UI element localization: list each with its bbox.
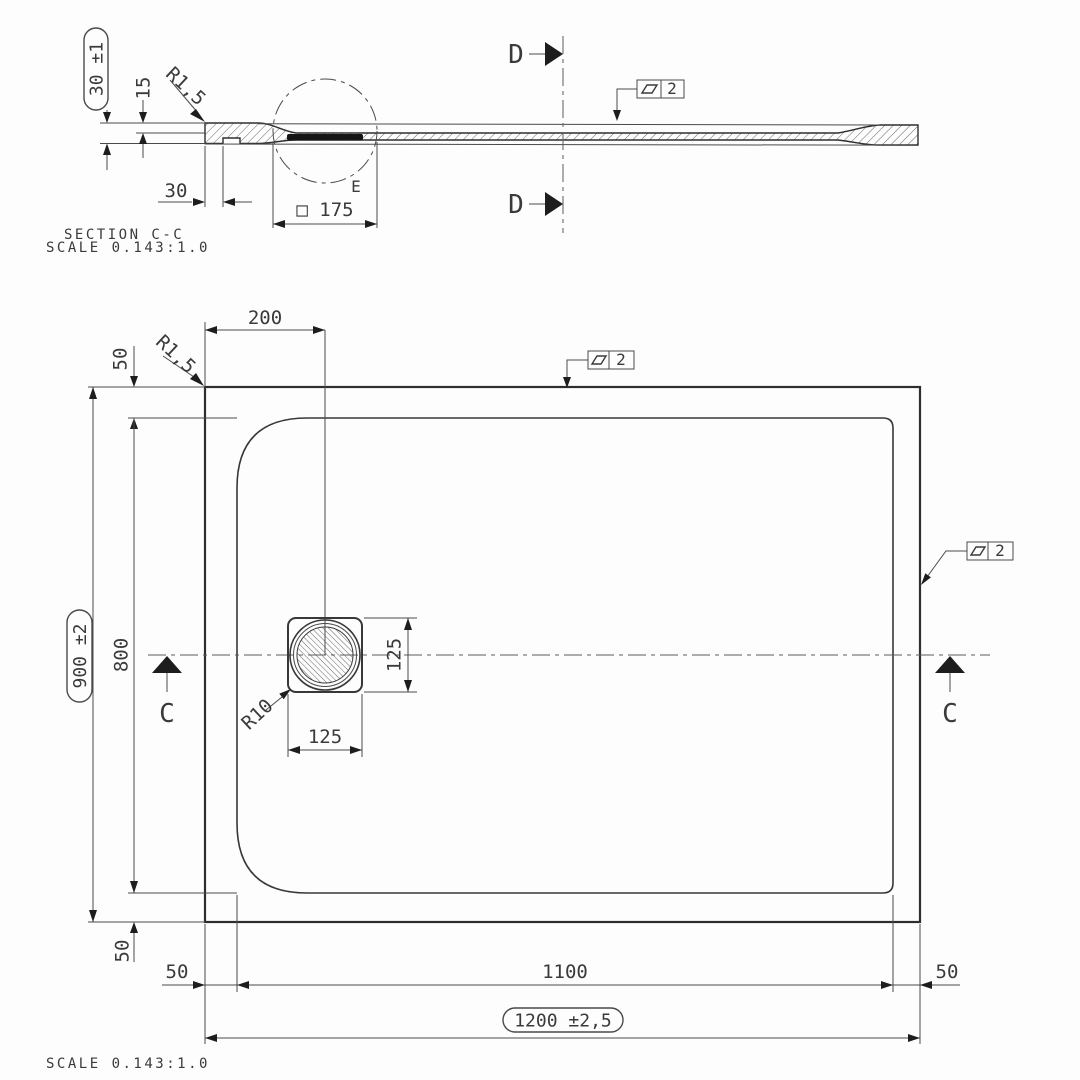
dim-basin-length-label: 1100: [542, 961, 588, 983]
leader-corner-radius: R1,5: [151, 331, 204, 386]
dim-drain-width: 125: [288, 726, 362, 754]
section-profile: [204, 122, 919, 146]
dim-basin-width-label: 800: [111, 638, 133, 672]
dim-drain-offset-label: 200: [248, 307, 282, 329]
dim-rim-bottom: 50: [112, 881, 138, 962]
leader-drain-corner-radius: R10: [237, 689, 291, 734]
tray-basin-outline: [236, 417, 894, 894]
cut-label-c-left: C: [159, 699, 175, 729]
dim-rim-right-label: 50: [936, 961, 959, 983]
leader-edge-radius: R1,5: [161, 63, 210, 122]
section-scale: SCALE 0.143:1.0: [46, 240, 210, 256]
drain-frame: [287, 617, 363, 693]
cut-arrow-c-right: [935, 656, 965, 673]
dim-rim-left-label: 50: [166, 961, 189, 983]
dim-overall-width: 900 ±2: [66, 387, 97, 922]
dim-rim-top-label: 50: [110, 348, 132, 371]
detail-circle-e: E: [272, 78, 378, 196]
dim-corner-radius-label: R1,5: [151, 331, 199, 378]
dim-overall-length-label: 1200 ±2,5: [514, 1010, 612, 1031]
flatness-flag-top: 2: [563, 350, 635, 388]
flatness-flag-section: 2: [613, 79, 685, 121]
section-extension-lines: [100, 122, 378, 228]
section-title: SECTION C-C: [64, 227, 184, 243]
flatness-flag-right: 2: [921, 541, 1014, 585]
dim-drain-offset: 200: [205, 307, 325, 334]
cut-label-d-bottom: D: [508, 190, 524, 220]
detail-boundary-circle: [272, 78, 378, 184]
cut-arrow-d-bottom: [545, 192, 563, 216]
flag-leader-arrow: [921, 573, 931, 585]
drain-grate: [296, 626, 354, 684]
flatness-symbol-icon: [640, 84, 659, 94]
cutting-plane-c: C C: [152, 656, 965, 729]
critical-dim-capsule: [66, 609, 93, 703]
tray-rim-top-edge: [257, 123, 881, 126]
dim-basin-width: 800: [111, 418, 135, 893]
cut-arrow-d-top: [545, 42, 563, 66]
dim-edge-step: 30: [158, 180, 252, 206]
flatness-symbol-icon: [969, 546, 987, 556]
dim-drain-width-label: 125: [308, 726, 342, 748]
drain-ring-inner: [293, 623, 357, 687]
dim-edge-step-label: 30: [165, 180, 188, 202]
plan-view: 200 50 R1,5 900 ±2 80: [46, 307, 1014, 1072]
drain-cover-section: [287, 134, 363, 141]
dim-overall-height-label: 30 ±1: [86, 42, 107, 96]
flag-leader-arrow: [613, 110, 621, 121]
dim-drain-height: 125: [384, 618, 412, 692]
dim-overall-height: 30 ±1: [83, 27, 111, 170]
dim-edge-radius-label: R1,5: [161, 63, 209, 110]
dim-floor-depth-label: 15: [133, 77, 155, 100]
flatness-symbol-icon: [590, 355, 608, 365]
dim-drain-corner-radius-label: R10: [237, 695, 277, 735]
drain-assembly: [287, 330, 363, 693]
section-view: 30 ±1 15 R1,5 30: [46, 27, 919, 256]
dim-drain-recess: □ 175: [273, 199, 377, 228]
critical-dim-capsule: [502, 1007, 624, 1033]
dim-drain-recess-label: □ 175: [296, 199, 353, 221]
plan-extension-lines: [88, 322, 921, 1044]
dim-drain-height-label: 125: [384, 638, 406, 672]
cut-arrow-c-left: [152, 656, 182, 673]
flag-value: 2: [667, 79, 677, 98]
critical-dim-capsule: [83, 27, 109, 111]
flag-value: 2: [995, 541, 1005, 560]
tray-bottom-edge: [204, 143, 919, 146]
flag-leader-arrow: [563, 377, 571, 388]
dim-overall-length: 1200 ±2,5: [205, 1007, 920, 1042]
dim-rim-bottom-label: 50: [112, 940, 134, 963]
cut-label-d-top: D: [508, 40, 524, 70]
plan-scale: SCALE 0.143:1.0: [46, 1056, 210, 1072]
cutting-plane-d: D D: [508, 36, 564, 233]
dim-bottom-chain: 50 1100 50: [162, 961, 960, 989]
flag-value: 2: [616, 350, 626, 369]
drain-ring-outer: [289, 619, 361, 691]
dim-overall-width-label: 900 ±2: [70, 623, 91, 688]
detail-label: E: [351, 177, 361, 196]
dim-floor-depth: 15: [133, 77, 155, 158]
cut-label-c-right: C: [942, 699, 958, 729]
dim-rim-top: 50: [110, 346, 138, 429]
